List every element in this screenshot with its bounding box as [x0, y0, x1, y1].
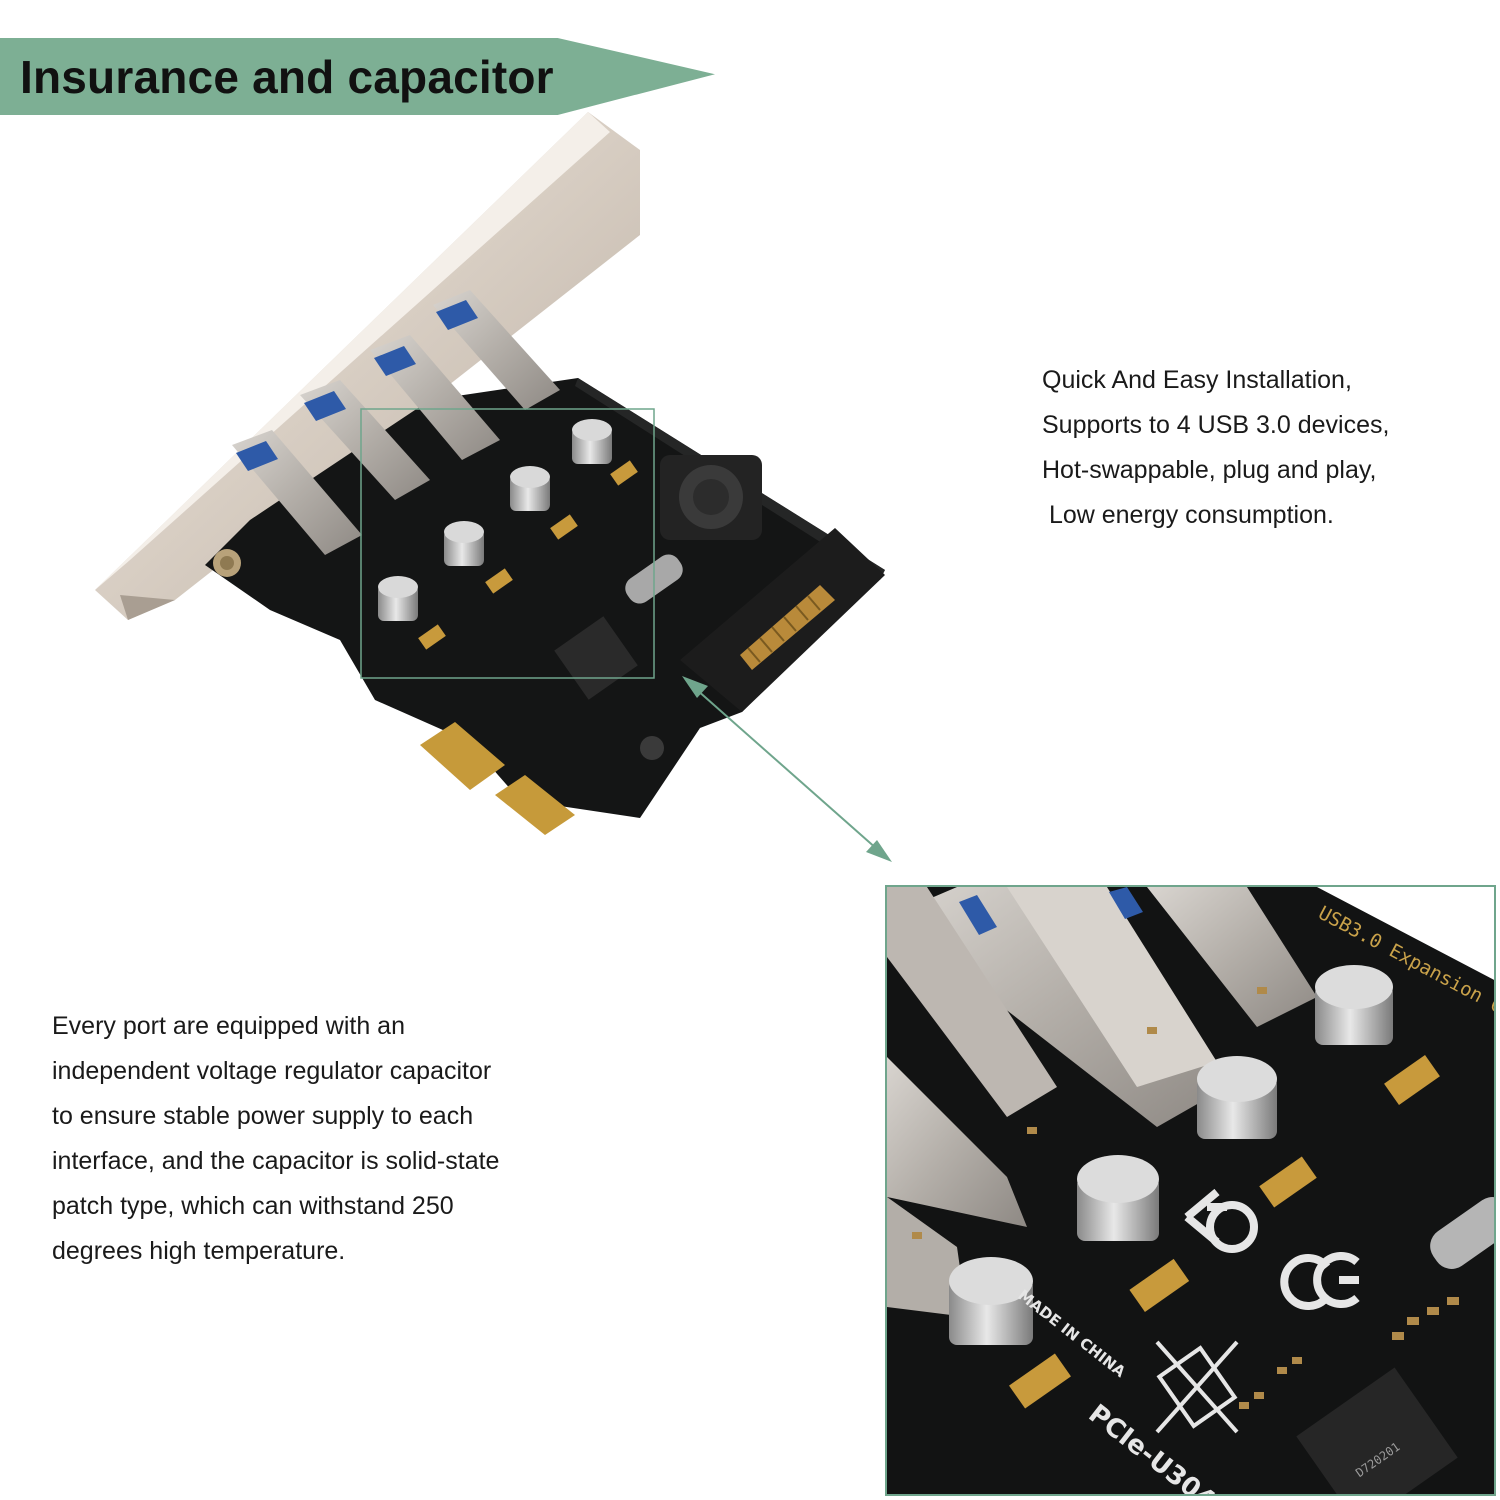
zoom-controller-chip: D720201: [1296, 1367, 1458, 1494]
fcc-circle-icon: [1206, 1201, 1258, 1253]
usb-port-1: [433, 290, 560, 410]
feature-line: Supports to 4 USB 3.0 devices,: [1042, 411, 1390, 439]
feature-line: Low energy consumption.: [1042, 501, 1334, 529]
description-line: interface, and the capacitor is solid-st…: [52, 1147, 500, 1175]
ce-mark-icon: [1280, 1254, 1331, 1310]
zoom-fuses: [1009, 1055, 1440, 1409]
feature-line: Quick And Easy Installation,: [1042, 366, 1352, 394]
capacitor-ce1: [378, 576, 418, 621]
weee-bin-icon: [1155, 1340, 1239, 1434]
description-line: independent voltage regulator capacitor: [52, 1057, 492, 1085]
usb-port-3: [300, 380, 430, 500]
feature-list: Quick And Easy Installation, Supports to…: [1042, 358, 1389, 538]
highlight-box: [360, 408, 655, 679]
ce-mark-e-icon: [1313, 1252, 1360, 1308]
zoom-capacitor-ce1: [949, 1257, 1033, 1345]
zoom-capacitor-ce4: [1315, 965, 1393, 1045]
zoom-detail-svg: USB3.0 Expansion Card MADE IN CHINA PCIe…: [887, 887, 1494, 1494]
zoom-arrow: [682, 676, 892, 862]
zoom-capacitor-ce2: [1077, 1155, 1159, 1241]
pcie-gold-contacts: [420, 722, 575, 835]
zoom-detail-photo: USB3.0 Expansion Card MADE IN CHINA PCIe…: [885, 885, 1496, 1496]
description-line: Every port are equipped with an: [52, 1012, 405, 1040]
zoom-usb-ports: [887, 887, 1317, 1317]
usb-ports: [232, 290, 560, 555]
banner-title: Insurance and capacitor: [20, 51, 554, 103]
capacitor-ce3: [510, 466, 550, 511]
description-line: degrees high temperature.: [52, 1237, 346, 1265]
description-line: patch type, which can withstand 250: [52, 1192, 454, 1220]
zoom-capacitors: [949, 965, 1393, 1345]
capacitor-ce4: [572, 419, 612, 464]
description-paragraph: Every port are equipped with an independ…: [52, 1004, 499, 1274]
description-line: to ensure stable power supply to each: [52, 1102, 474, 1130]
certification-marks: [1184, 1188, 1360, 1310]
usb-port-4: [232, 430, 362, 555]
zoom-smd-components: [912, 987, 1459, 1409]
controller-chip: [554, 616, 638, 700]
title-banner: [0, 38, 715, 115]
zoom-capacitor-ce3: [1197, 1056, 1277, 1139]
bracket-screw: [213, 549, 241, 577]
feature-line: Hot-swappable, plug and play,: [1042, 456, 1377, 484]
metal-bracket: [95, 112, 640, 620]
capacitor-ce2: [444, 521, 484, 566]
power-inductor: [660, 455, 762, 540]
sata-power-connector: [680, 528, 885, 712]
small-inductor: [640, 736, 664, 760]
capacitors: [378, 419, 612, 621]
usb-port-2: [370, 335, 500, 460]
zoom-crystal: [1430, 1197, 1494, 1269]
fuses: [418, 460, 638, 650]
